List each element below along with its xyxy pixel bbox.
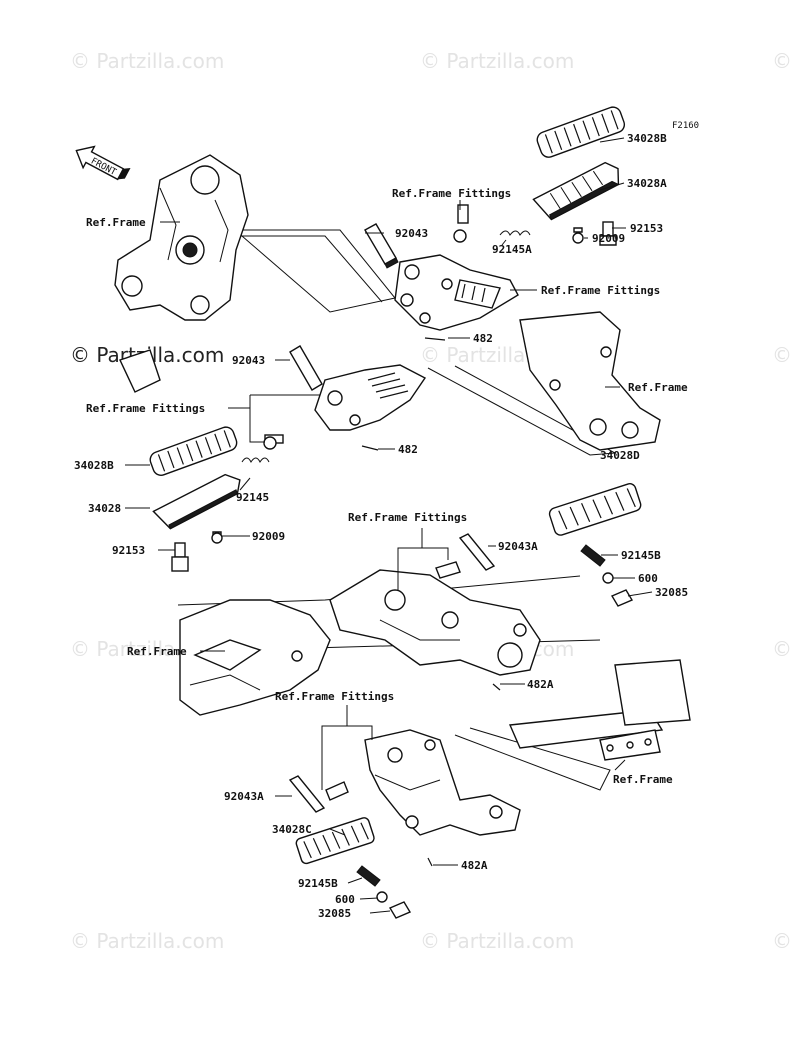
label-part-600: 600 bbox=[335, 893, 355, 906]
label-ref-frame-fittings: Ref.Frame Fittings bbox=[541, 284, 660, 297]
frame-casting-top-left bbox=[114, 154, 249, 393]
cotter-482-mid bbox=[361, 445, 379, 451]
label-part-92043: 92043 bbox=[232, 354, 265, 367]
spring-92145B-right bbox=[580, 544, 606, 567]
watermark-text: © Partzilla.com bbox=[70, 49, 224, 73]
frame-casting-mid bbox=[329, 569, 541, 676]
footpeg-bracket-mid-left bbox=[314, 364, 427, 431]
label-ref-frame-fittings: Ref.Frame Fittings bbox=[348, 511, 467, 524]
label-ref-frame: Ref.Frame bbox=[613, 773, 673, 786]
label-part-92145A: 92145A bbox=[492, 243, 532, 256]
label-part-92153: 92153 bbox=[630, 222, 663, 235]
bolt-frame-fitting-top bbox=[453, 204, 469, 243]
bolt-92009-left bbox=[211, 531, 223, 544]
label-ref-frame-fittings: Ref.Frame Fittings bbox=[86, 402, 205, 415]
label-part-34028A: 34028A bbox=[627, 177, 667, 190]
label-part-32085: 32085 bbox=[318, 907, 351, 920]
diagram-code: F2160 bbox=[672, 121, 699, 131]
label-part-34028: 34028 bbox=[88, 502, 121, 515]
label-ref-frame: Ref.Frame bbox=[86, 216, 146, 229]
pin-92043A-mid bbox=[458, 533, 496, 571]
label-part-92043A: 92043A bbox=[498, 540, 538, 553]
label-part-92009: 92009 bbox=[592, 232, 625, 245]
bolt-92009-top bbox=[572, 227, 584, 244]
footpeg-bracket-bottom bbox=[364, 729, 521, 836]
reference-frame-outlines bbox=[177, 229, 617, 791]
label-part-482A: 482A bbox=[461, 859, 488, 872]
frame-section-right bbox=[519, 311, 661, 451]
footpeg-34028D bbox=[548, 483, 642, 536]
footpeg-34028A bbox=[532, 161, 620, 221]
label-part-92043: 92043 bbox=[395, 227, 428, 240]
leader-lines bbox=[125, 137, 653, 914]
spring-92145B-bottom bbox=[356, 865, 381, 887]
bolt-92153-top bbox=[599, 221, 617, 246]
frame-tube-right bbox=[508, 659, 691, 761]
label-part-92043A: 92043A bbox=[224, 790, 264, 803]
frame-section-left-lower bbox=[179, 599, 331, 716]
label-part-482: 482 bbox=[398, 443, 418, 456]
watermark-text: © Partzilla.com bbox=[420, 49, 574, 73]
label-part-92145B: 92145B bbox=[298, 877, 338, 890]
label-part-34028B: 34028B bbox=[74, 459, 114, 472]
plate-32085-right bbox=[610, 589, 634, 607]
bolt-92153-left bbox=[171, 542, 189, 572]
label-ref-frame: Ref.Frame bbox=[127, 645, 187, 658]
front-arrow-icon: FRONT bbox=[75, 145, 131, 181]
pin-92043-mid bbox=[289, 345, 323, 391]
spring-92145A bbox=[499, 230, 531, 236]
footpeg-34028C bbox=[295, 817, 375, 865]
ball-600-bottom bbox=[376, 891, 388, 903]
watermark-text: © Partzilla.com bbox=[772, 637, 800, 661]
label-part-34028C: 34028C bbox=[272, 823, 312, 836]
bolt-frame-fitting-mid bbox=[263, 434, 284, 450]
ball-600-right bbox=[602, 572, 614, 584]
plate-32085-bottom bbox=[388, 901, 412, 919]
label-ref-frame: Ref.Frame bbox=[628, 381, 688, 394]
cotter-482A-mid bbox=[492, 683, 501, 691]
watermark-text: © Partzilla.com bbox=[70, 929, 224, 953]
cotter-482-top bbox=[424, 337, 446, 341]
label-ref-frame-fittings: Ref.Frame Fittings bbox=[275, 690, 394, 703]
pin-92043-top bbox=[364, 223, 399, 269]
label-part-92153: 92153 bbox=[112, 544, 145, 557]
label-part-600: 600 bbox=[638, 572, 658, 585]
watermark-text: © Partzilla.com bbox=[772, 343, 800, 367]
footpeg-bracket-top bbox=[394, 254, 519, 331]
part-labels: Ref.Frame Ref.Frame Fittings 92043 34028… bbox=[74, 132, 688, 920]
watermark-text: © Partzilla.com bbox=[772, 929, 800, 953]
watermark-text: © Partzilla.com bbox=[772, 49, 800, 73]
footpeg-rubber-34028B-left bbox=[149, 426, 238, 476]
bolt-frame-fitting-bottom bbox=[325, 781, 349, 801]
footpeg-34028 bbox=[152, 473, 241, 530]
label-part-34028D: 34028D bbox=[600, 449, 640, 462]
label-part-34028B: 34028B bbox=[627, 132, 667, 145]
spring-92145 bbox=[241, 457, 270, 464]
bolt-frame-fitting-mid-2 bbox=[435, 561, 461, 579]
label-part-482A: 482A bbox=[527, 678, 554, 691]
label-part-32085: 32085 bbox=[655, 586, 688, 599]
cotter-482A-bottom bbox=[427, 857, 433, 867]
label-part-92145B: 92145B bbox=[621, 549, 661, 562]
label-part-92009: 92009 bbox=[252, 530, 285, 543]
label-part-92145: 92145 bbox=[236, 491, 269, 504]
pin-92043A-bottom bbox=[288, 775, 326, 813]
label-ref-frame-fittings: Ref.Frame Fittings bbox=[392, 187, 511, 200]
footpeg-rubber-34028B-top bbox=[536, 106, 626, 158]
watermark-text: © Partzilla.com bbox=[420, 929, 574, 953]
label-part-482: 482 bbox=[473, 332, 493, 345]
